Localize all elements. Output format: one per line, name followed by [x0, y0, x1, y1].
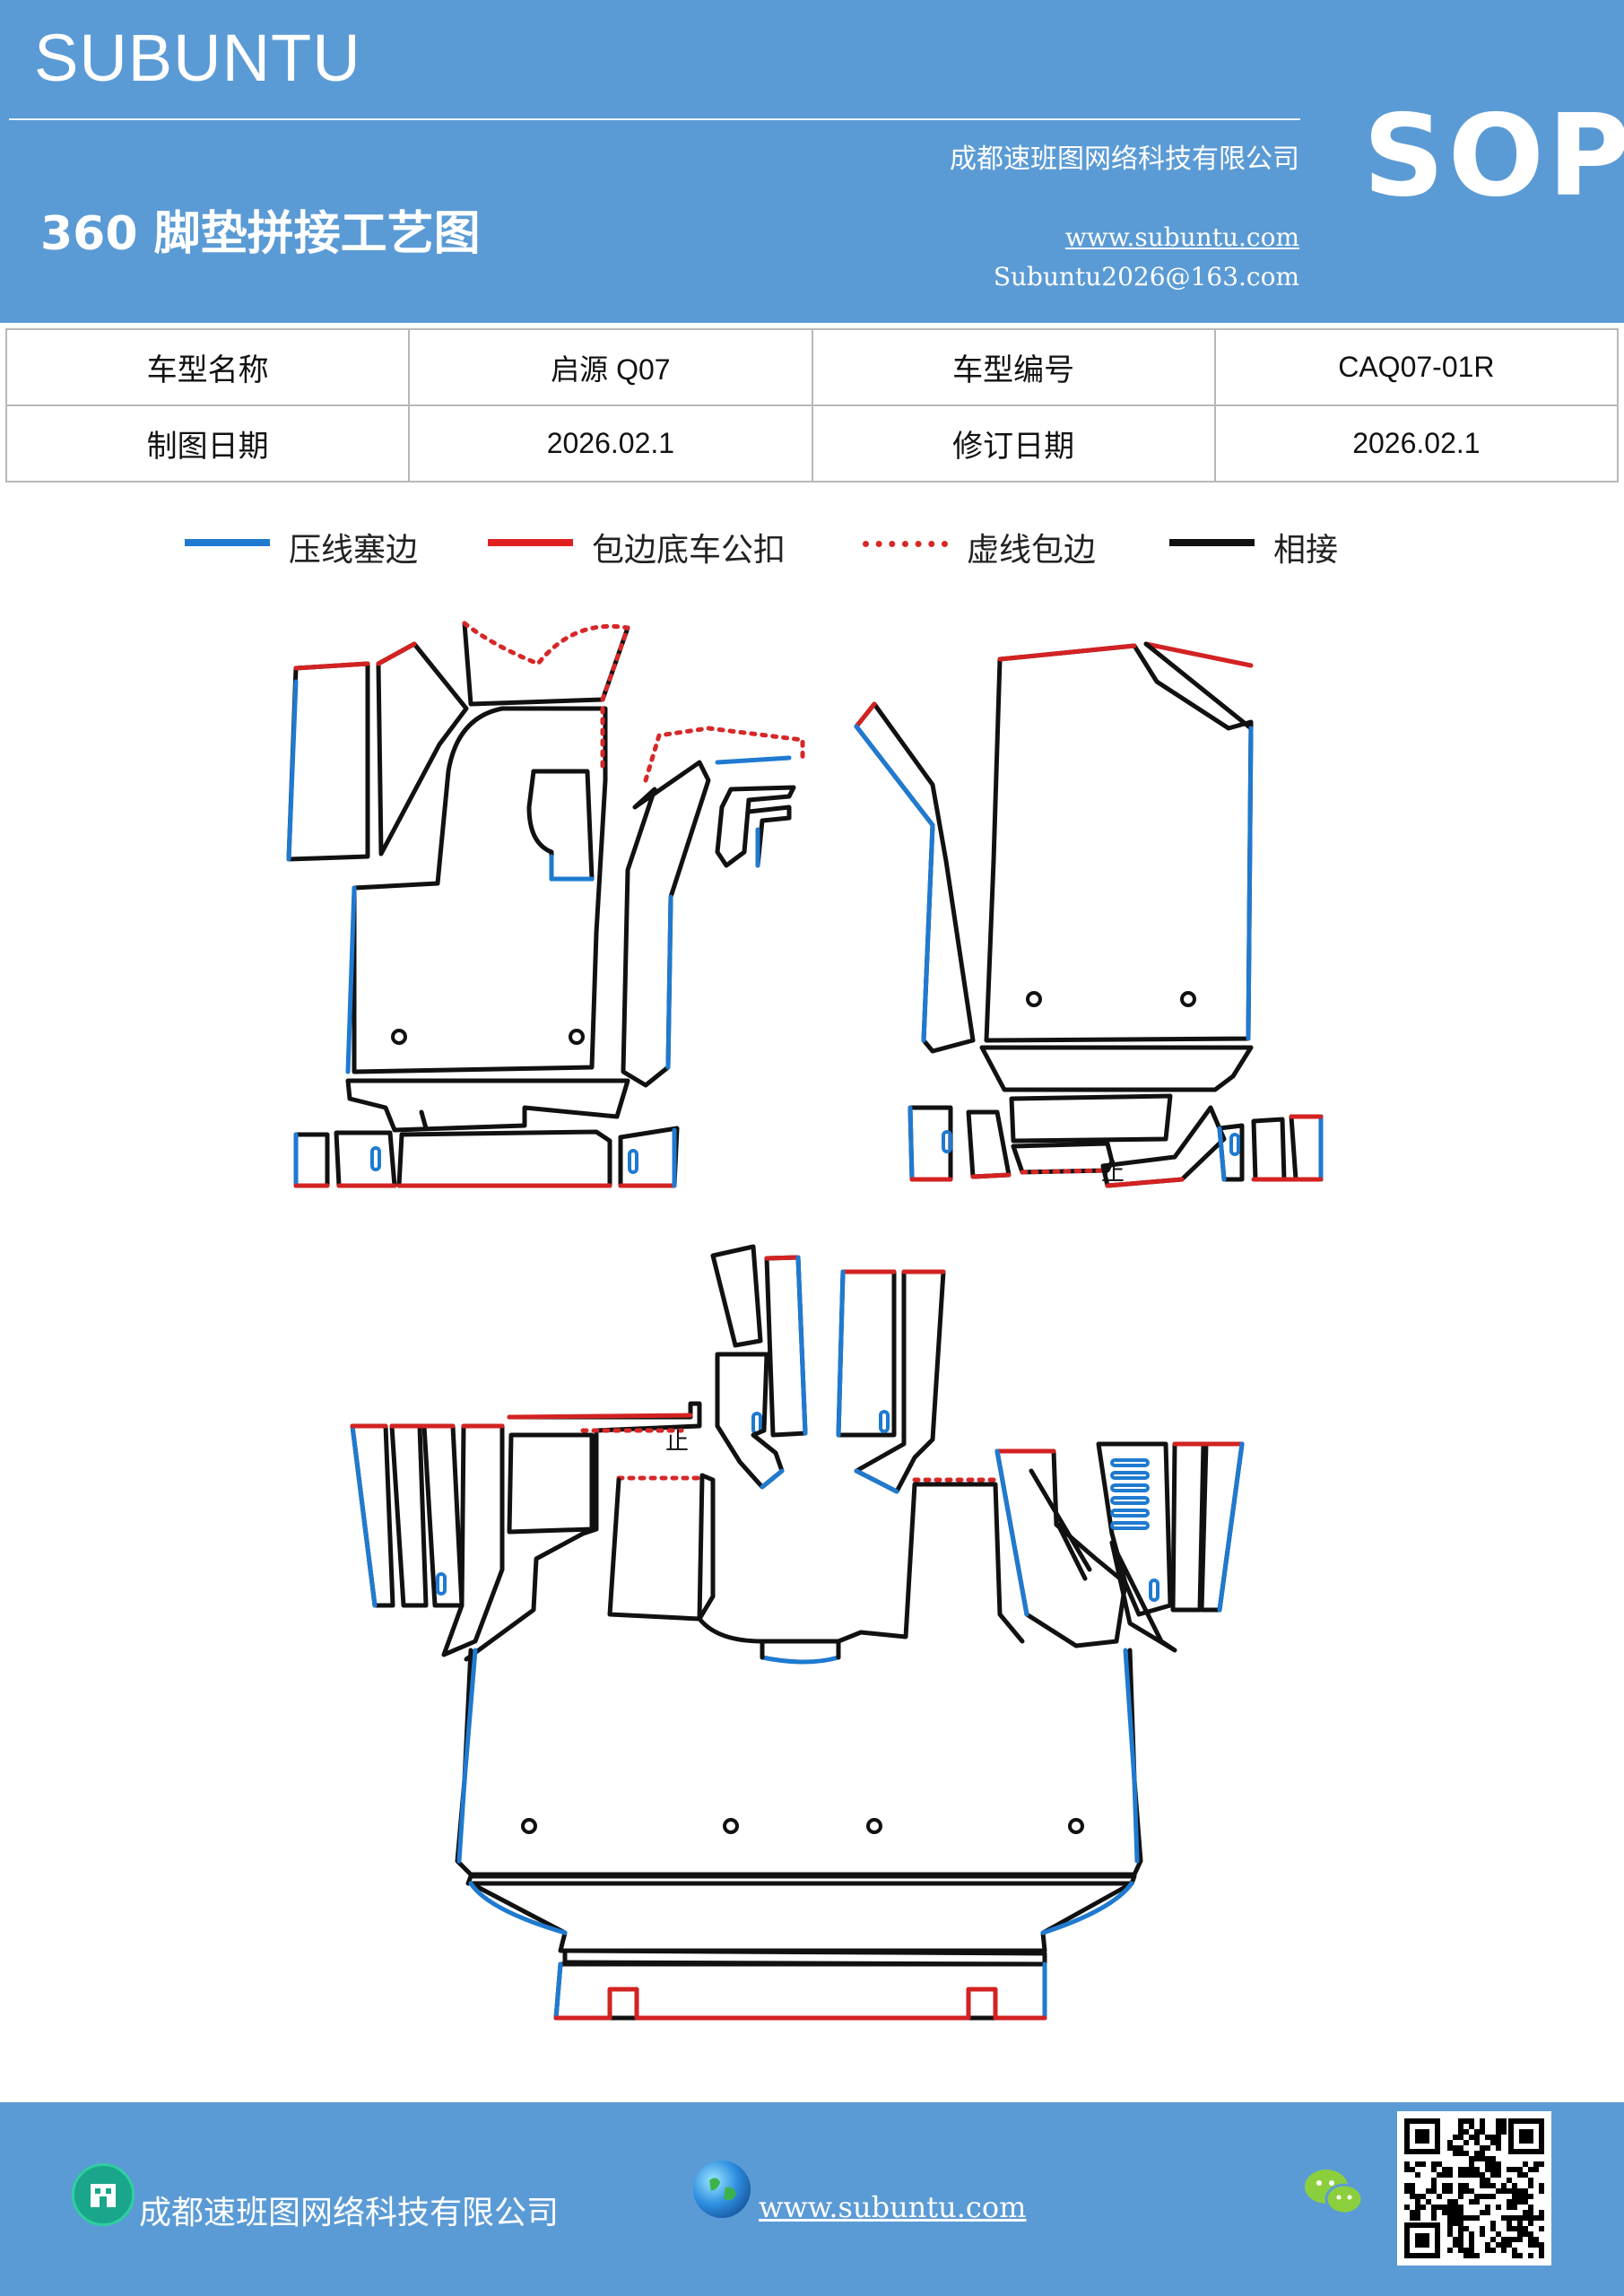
front-left-mat-group [286, 621, 805, 1188]
email-address: Subuntu2026@163.com [993, 262, 1299, 291]
wechat-icon[interactable] [1303, 2165, 1366, 2219]
mat-piece [286, 661, 370, 862]
legend-swatch-dotted-red [863, 541, 948, 547]
building-icon [72, 2163, 135, 2226]
table-cell-value: 2026.02.1 [408, 404, 813, 483]
sop-badge: SOP [1363, 90, 1624, 222]
table-cell-label: 修订日期 [811, 404, 1216, 483]
table-cell-label: 车型名称 [4, 328, 411, 406]
globe-icon [693, 2161, 751, 2218]
table-cell-value: 2026.02.1 [1213, 404, 1620, 483]
legend-label: 包边底车公扣 [592, 532, 786, 569]
diagram-mark: 止 [665, 1429, 689, 1456]
vehicle-info-table: 车型名称 启源 Q07 车型编号 CAQ07-01R 制图日期 2026.02.… [4, 328, 1620, 483]
table-cell-value: 启源 Q07 [408, 328, 813, 406]
header-divider [9, 118, 1300, 120]
legend-label: 压线塞边 [289, 532, 419, 569]
header-banner: SUBUNTU 成都速班图网络科技有限公司 360 脚垫拼接工艺图 www.su… [0, 0, 1624, 323]
table-row: 车型名称 启源 Q07 车型编号 CAQ07-01R [4, 328, 1620, 406]
floor-mat-diagram: 止 止 [286, 621, 1324, 2021]
brand-name: SUBUNTU [34, 21, 361, 95]
qr-code [1397, 2111, 1551, 2266]
table-cell-label: 车型编号 [811, 328, 1216, 406]
diagram-mark: 止 [1101, 1160, 1125, 1187]
legend-label: 相接 [1273, 532, 1339, 569]
footer-company-name: 成都速班图网络科技有限公司 [139, 2195, 560, 2231]
document-title: 360 脚垫拼接工艺图 [40, 207, 481, 261]
website-link[interactable]: www.subuntu.com [1064, 222, 1299, 252]
legend-swatch-black [1169, 539, 1255, 546]
footer-website-link[interactable]: www.subuntu.com [759, 2190, 1027, 2224]
table-row: 制图日期 2026.02.1 修订日期 2026.02.1 [4, 404, 1620, 483]
line-legend: 压线塞边 包边底车公扣 虚线包边 相接 [0, 524, 1624, 578]
table-cell-label: 制图日期 [4, 404, 411, 483]
rear-mat-group: 止 [350, 1244, 1245, 2021]
legend-swatch-red [488, 539, 573, 546]
table-cell-value: CAQ07-01R [1213, 328, 1620, 406]
front-right-mat-group: 止 [854, 641, 1324, 1188]
legend-label: 虚线包边 [967, 532, 1097, 569]
footer-banner: 成都速班图网络科技有限公司 www.subuntu.com [0, 2102, 1624, 2296]
company-name: 成都速班图网络科技有限公司 [950, 144, 1299, 175]
legend-swatch-blue [185, 539, 270, 546]
